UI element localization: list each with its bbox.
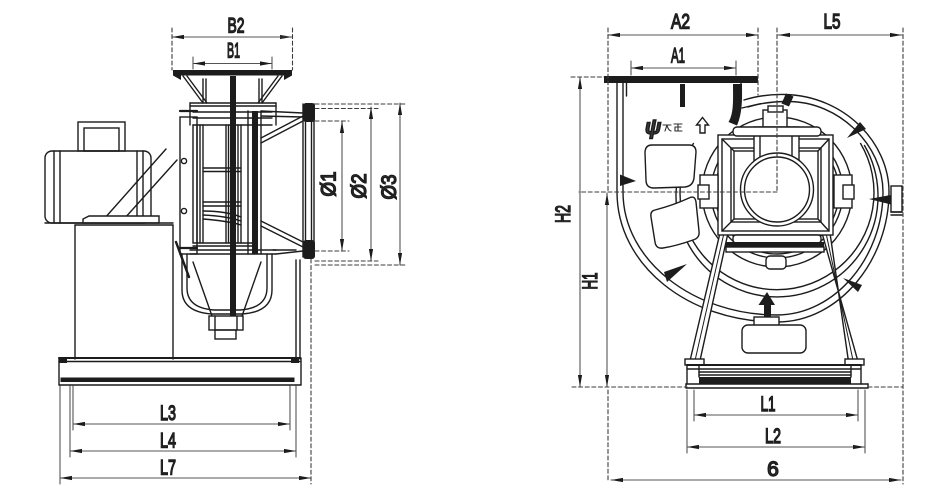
svg-text:6: 6 [767, 458, 779, 481]
svg-text:L7: L7 [160, 457, 176, 480]
svg-text:Ø1: Ø1 [318, 172, 341, 197]
svg-text:L2: L2 [765, 425, 781, 448]
svg-text:Ø2: Ø2 [348, 174, 371, 199]
svg-text:L3: L3 [160, 402, 176, 425]
svg-text:ψ: ψ [645, 116, 661, 139]
svg-text:L5: L5 [824, 11, 841, 34]
svg-text:A2: A2 [671, 11, 690, 34]
svg-text:H1: H1 [579, 273, 602, 290]
svg-text:H2: H2 [552, 205, 575, 223]
svg-text:Ø3: Ø3 [378, 175, 401, 200]
svg-text:A1: A1 [671, 45, 685, 68]
svg-text:L4: L4 [160, 430, 176, 453]
svg-text:B1: B1 [227, 40, 240, 63]
svg-text:L1: L1 [761, 393, 776, 416]
svg-text:B2: B2 [228, 15, 245, 38]
